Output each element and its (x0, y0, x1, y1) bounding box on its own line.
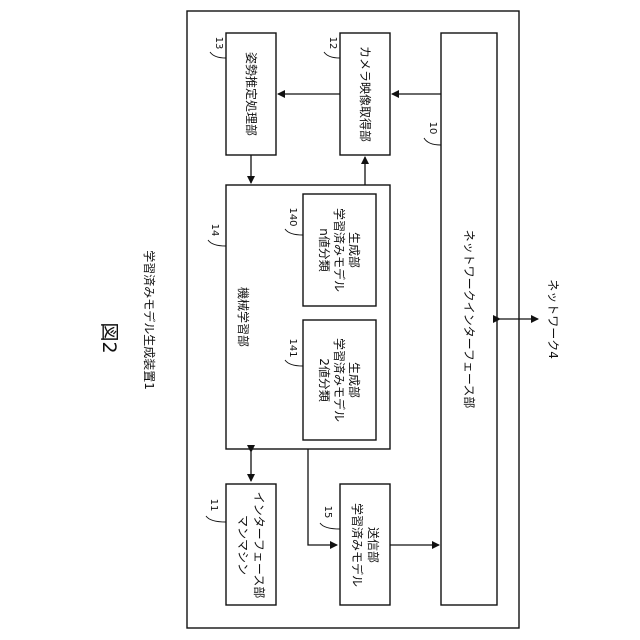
n-class-label-line2: 学習済みモデル (332, 208, 347, 292)
camera-acquisition-label: カメラ映像取得部 (358, 46, 373, 142)
model-sender-ref: 15 (322, 506, 333, 519)
binary-class-ref: 141 (287, 338, 298, 357)
binary-class-label-line2: 学習済みモデル (332, 338, 347, 422)
machine-learning-ref: 14 (209, 224, 220, 237)
network-interface-label: ネットワークインターフェース部 (462, 230, 477, 409)
device-caption: 学習済みモデル生成装置1 (142, 250, 157, 390)
binary-class-label-line1: 2値分類 (317, 358, 332, 402)
hmi-label-line2: インターフェース部 (252, 492, 267, 599)
n-class-label-line3: 生成部 (347, 232, 362, 268)
n-class-label-line1: n値分類 (317, 228, 332, 272)
hmi-label-line1: マンマシン (236, 515, 250, 575)
external-network-label: ネットワーク4 (546, 279, 560, 359)
hmi-block (226, 484, 276, 605)
model-sender-label-line2: 送信部 (366, 527, 381, 563)
camera-acquisition-ref: 12 (327, 37, 338, 50)
machine-learning-label: 機械学習部 (236, 287, 251, 347)
n-class-ref: 140 (287, 207, 298, 226)
pose-estimation-ref: 13 (213, 37, 224, 50)
pose-estimation-label: 姿勢推定処理部 (244, 52, 259, 136)
network-interface-ref: 10 (427, 122, 438, 135)
figure-title: 図2 (98, 322, 120, 353)
binary-class-label-line3: 生成部 (347, 362, 362, 398)
hmi-ref: 11 (208, 499, 219, 512)
model-sender-label-line1: 学習済みモデル (350, 503, 365, 587)
model-sender-block (340, 484, 390, 605)
